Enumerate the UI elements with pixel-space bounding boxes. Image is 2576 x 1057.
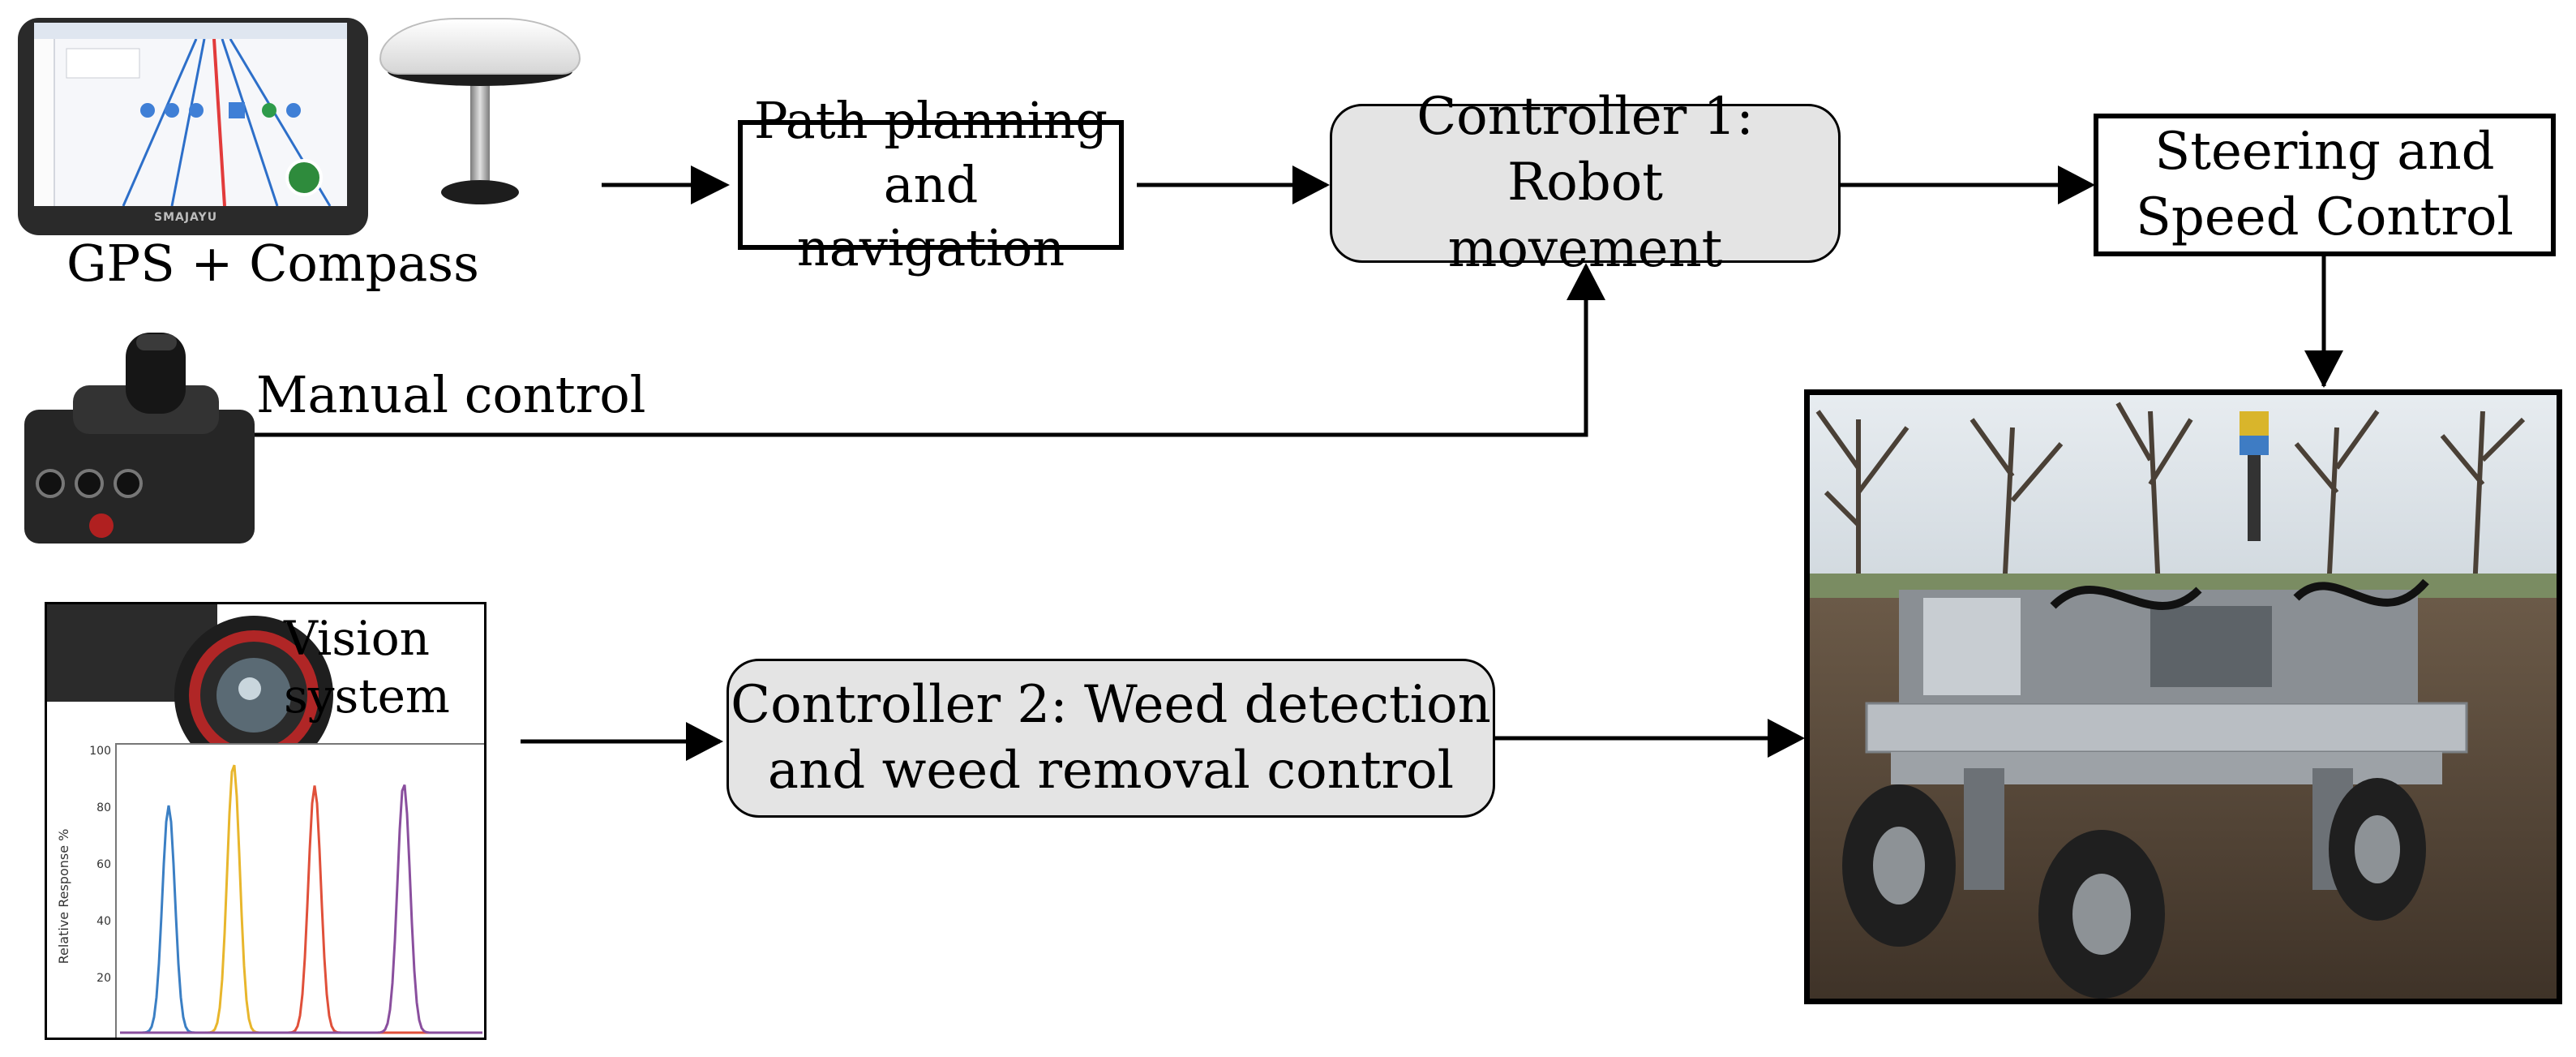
node-text: and navigation: [796, 154, 1065, 278]
vision-label-line1: Vision: [284, 611, 431, 666]
arrowhead-steering: [2058, 165, 2095, 204]
camera-lens-icon: [47, 604, 333, 775]
steering-speed-node: Steering and Speed Control: [2094, 114, 2556, 256]
plot-y-tick-label: 20: [96, 972, 111, 985]
vision-label-line2: system: [284, 668, 450, 724]
node-text: Speed Control: [2136, 187, 2514, 247]
navigation-map-graphic: [66, 38, 332, 206]
gps-antenna-pole: [470, 84, 490, 182]
arrow-manual-to-controller1: [251, 266, 1588, 437]
plot-y-tick-label: 40: [96, 915, 111, 928]
controller2-node: Controller 2: Weed detection and weed re…: [727, 659, 1495, 818]
arrowhead-path: [691, 165, 730, 204]
gps-antenna-icon: [379, 18, 581, 75]
node-text: Controller 2: Weed detection: [731, 674, 1491, 735]
tablet-home-button-icon: [285, 159, 323, 196]
gps-compass-label: GPS + Compass: [66, 234, 479, 293]
tablet-brand-text: SMAJAYU: [154, 211, 218, 224]
path-planning-node: Path planning and navigation: [738, 91, 1124, 277]
trees: [1815, 402, 2526, 591]
plot-y-axis-label: Relative Response %: [56, 829, 71, 965]
node-text: Steering and: [2154, 121, 2495, 182]
node-text: Controller 1: Robot: [1417, 87, 1754, 213]
arrowhead-controller1-bottom: [1567, 263, 1605, 300]
arrowhead-robot-side: [1768, 719, 1805, 758]
joystick-red-button-icon: [89, 513, 114, 538]
robot-wheels: [1842, 778, 2426, 999]
arrowhead-controller2: [686, 722, 723, 761]
node-text: Path planning: [753, 90, 1108, 150]
joystick-port-icon: [36, 469, 65, 498]
plot-y-tick-label: 80: [96, 801, 111, 814]
controller1-node: Controller 1: Robot movement: [1330, 87, 1841, 279]
tablet-toolbar: [34, 23, 347, 39]
joystick-knob: [136, 334, 177, 350]
spectral-response-plot: 100 80 60 40 20 Relative Response %: [47, 604, 484, 1038]
arrowhead-controller1: [1292, 165, 1330, 204]
tablet-sidebar: [34, 39, 55, 206]
spectral-curve: [120, 784, 482, 1034]
node-text: movement: [1447, 218, 1723, 279]
vision-system-label: Vision system: [284, 610, 450, 725]
joystick-port-icon: [75, 469, 104, 498]
gps-antenna-foot: [441, 180, 519, 204]
node-text: and weed removal control: [767, 741, 1455, 801]
weeding-robot-illustration: [1810, 395, 2557, 999]
joystick-port-icon: [114, 469, 143, 498]
arrowhead-robot-top: [2304, 350, 2343, 388]
plot-y-tick-label: 60: [96, 858, 111, 871]
plot-y-tick-label: 100: [89, 745, 111, 758]
vision-system-panel: 100 80 60 40 20 Relative Response %: [45, 602, 486, 1040]
manual-control-label: Manual control: [256, 365, 646, 424]
robot-photo: [1804, 389, 2562, 1004]
